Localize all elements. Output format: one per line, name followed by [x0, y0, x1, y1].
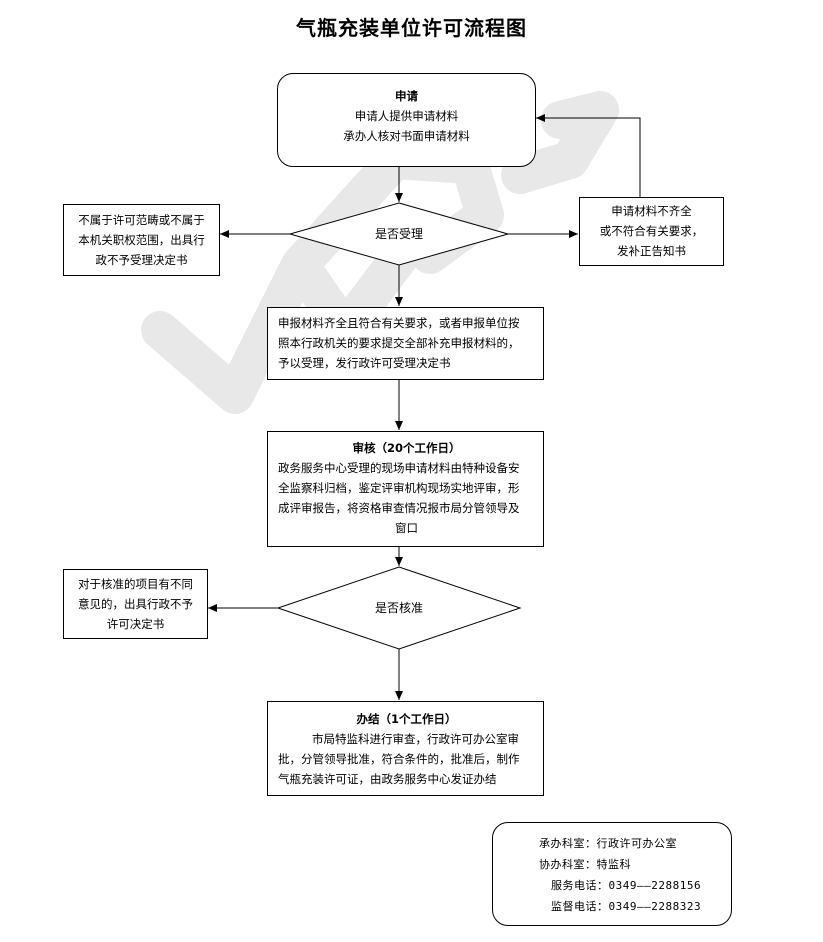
finish-line: 气瓶充装许可证，由政务服务中心发证办结 — [278, 772, 497, 786]
reject-scope-line: 政不予受理决定书 — [95, 253, 188, 267]
finish-heading: 办结（1个工作日） — [356, 712, 457, 726]
apply-heading: 申请 — [395, 89, 418, 103]
incomplete-line: 发补正告知书 — [617, 244, 686, 258]
contact-line: 服务电话：0349——2288156 — [551, 879, 702, 892]
approve-decision-label: 是否核准 — [374, 601, 423, 615]
finish-box: 办结（1个工作日） 市局特监科进行审查，行政许可办公室审 批，分管领导批准，符合… — [267, 701, 544, 796]
reject-scope-box: 不属于许可范畴或不属于 本机关职权范围，出具行 政不予受理决定书 — [63, 204, 220, 276]
disapprove-box: 对于核准的项目有不同 意见的，出具行政不予 许可决定书 — [63, 569, 208, 639]
apply-line: 申请人提供申请材料 — [354, 109, 459, 123]
contact-line: 承办科室：行政许可办公室 — [539, 837, 677, 850]
contact-box: 承办科室：行政许可办公室 协办科室：特监科 服务电话：0349——2288156… — [492, 822, 732, 926]
review-heading: 审核（20个工作日） — [352, 441, 461, 455]
apply-line: 承办人核对书面申请材料 — [343, 129, 470, 143]
page-title: 气瓶充装单位许可流程图 — [296, 16, 527, 40]
accepted-line: 照本行政机关的要求提交全部补充申报材料的， — [278, 336, 520, 350]
finish-line: 市局特监科进行审查，行政许可办公室审 — [312, 732, 519, 746]
contact-line: 监督电话：0349——2288323 — [551, 900, 702, 913]
review-box: 审核（20个工作日） 政务服务中心受理的现场申请材料由特种设备安 全监察科归档，… — [267, 431, 544, 547]
review-line: 窗口 — [395, 521, 418, 535]
disapprove-line: 许可决定书 — [106, 617, 165, 631]
incomplete-line: 申请材料不齐全 — [611, 204, 692, 218]
contact-line: 协办科室：特监科 — [539, 858, 631, 871]
review-line: 全监察科归档，鉴定评审机构现场实地评审，形 — [278, 481, 520, 495]
disapprove-line: 意见的，出具行政不予 — [78, 597, 193, 611]
finish-line: 批，分管领导批准，符合条件的，批准后，制作 — [278, 752, 520, 766]
incomplete-box: 申请材料不齐全 或不符合有关要求， 发补正告知书 — [579, 197, 724, 266]
accepted-line: 予以受理，发行政许可受理决定书 — [278, 356, 451, 370]
review-line: 政务服务中心受理的现场申请材料由特种设备安 — [278, 461, 520, 475]
reject-scope-line: 本机关职权范围，出具行 — [78, 233, 205, 247]
review-line: 成评审报告，将资格审查情况报市局分管领导及 — [278, 501, 520, 515]
arrow-incomplete-to-apply — [536, 114, 641, 197]
accept-decision-label: 是否受理 — [374, 227, 423, 241]
reject-scope-line: 不属于许可范畴或不属于 — [78, 213, 205, 227]
apply-box: 申请 申请人提供申请材料 承办人核对书面申请材料 — [277, 73, 536, 167]
disapprove-line: 对于核准的项目有不同 — [78, 577, 193, 591]
accepted-line: 申报材料齐全且符合有关要求，或者申报单位按 — [278, 316, 520, 330]
incomplete-line: 或不符合有关要求， — [599, 224, 704, 238]
accepted-box: 申报材料齐全且符合有关要求，或者申报单位按 照本行政机关的要求提交全部补充申报材… — [267, 307, 544, 380]
